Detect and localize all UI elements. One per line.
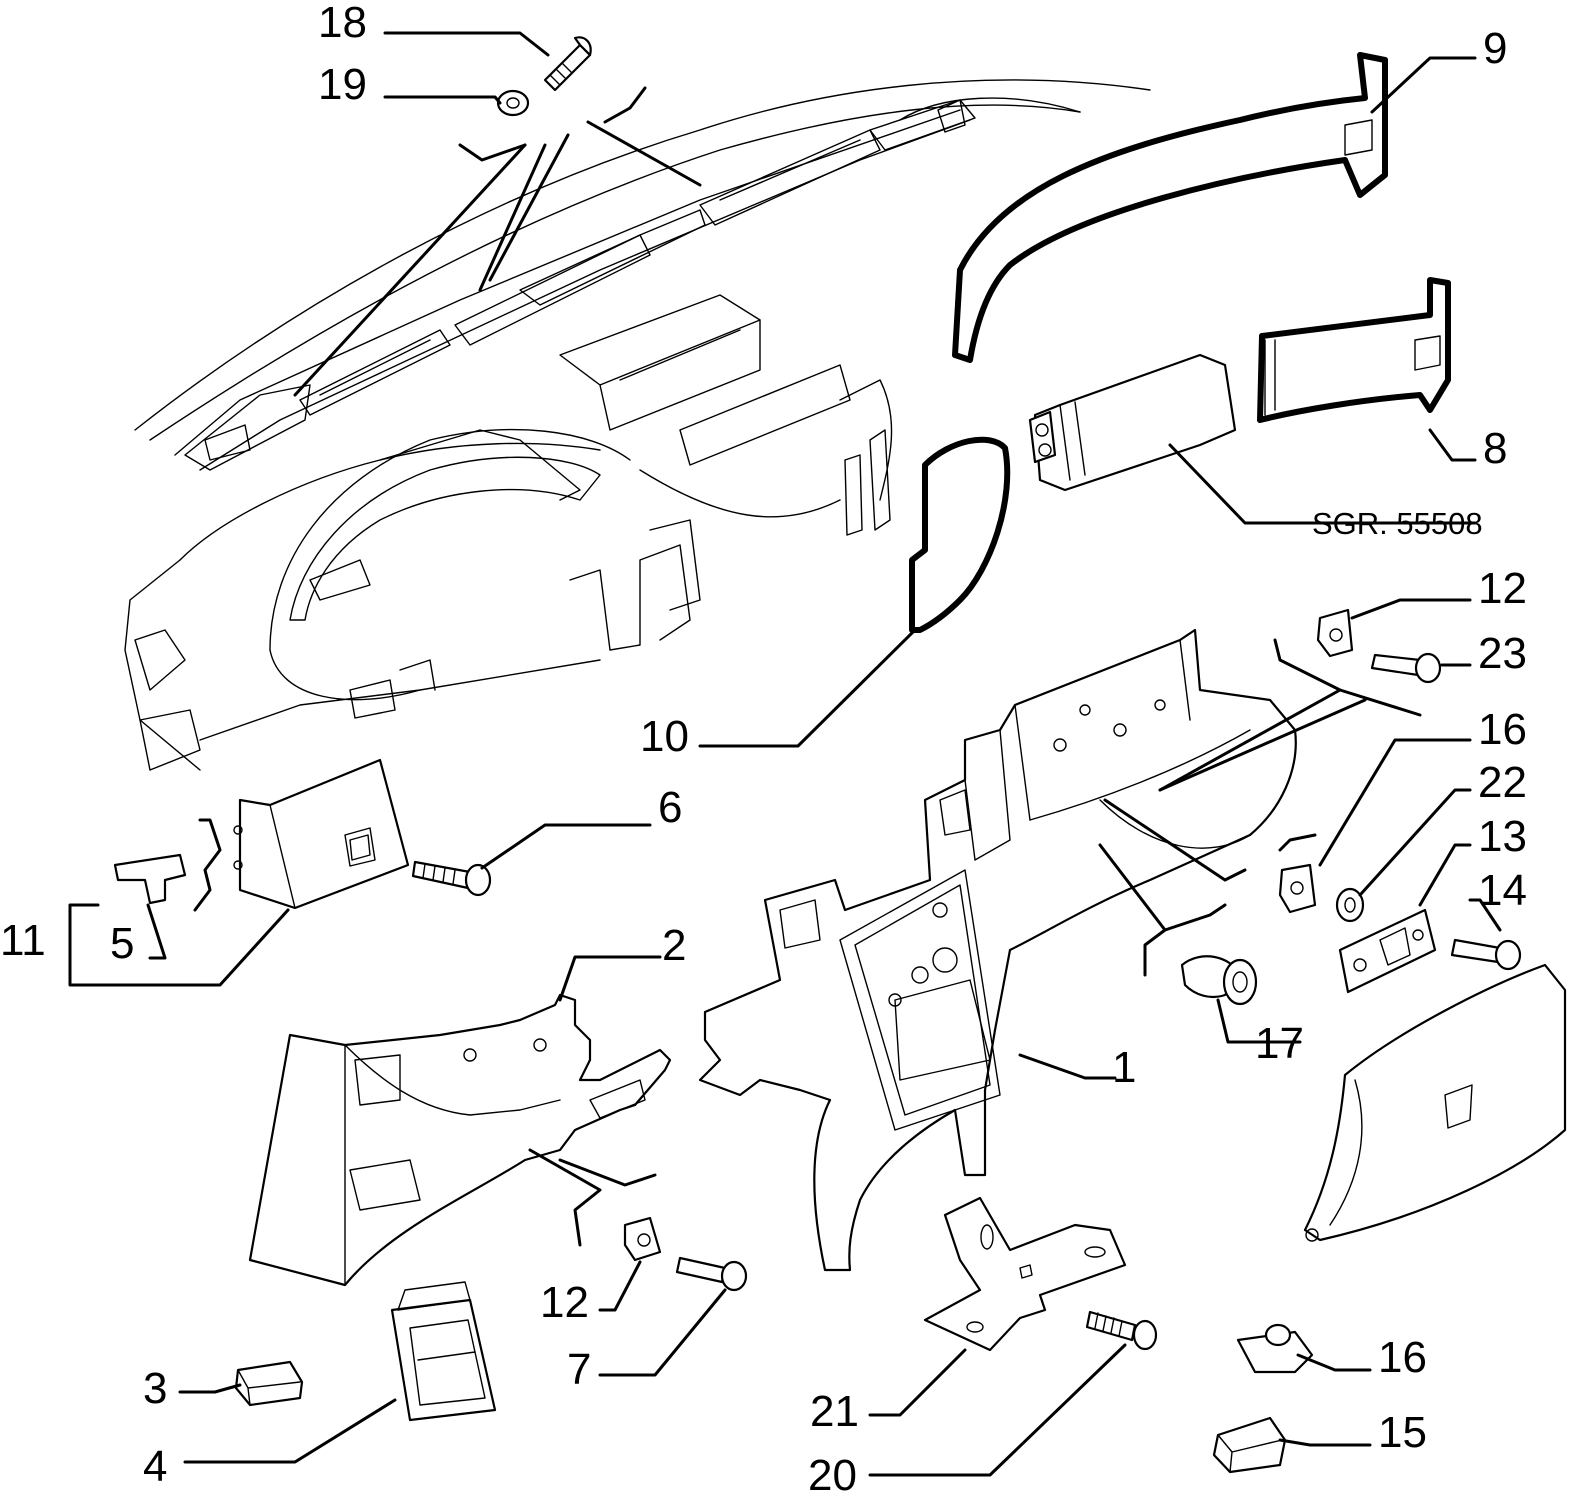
glove-box-lid — [1303, 963, 1567, 1242]
washer-19 — [496, 89, 530, 117]
screw-23 — [1370, 652, 1442, 684]
callout-9: 9 — [1483, 24, 1507, 73]
callout-5: 5 — [110, 919, 134, 968]
callout-12-lower: 12 — [540, 1278, 589, 1327]
callout-3: 3 — [143, 1364, 167, 1413]
callout-6: 6 — [658, 783, 682, 832]
screw-14 — [1450, 938, 1522, 971]
trim-panel-10 — [909, 436, 1011, 633]
clip-12-lower — [623, 1216, 662, 1262]
callout-18: 18 — [318, 0, 367, 47]
washer-22 — [1335, 887, 1365, 923]
screw-20 — [1085, 1310, 1158, 1351]
switch-bezel-4 — [390, 1281, 497, 1422]
callout-17: 17 — [1255, 1019, 1304, 1068]
callout-22: 22 — [1478, 758, 1527, 807]
screw-7 — [675, 1256, 748, 1292]
screw-18 — [543, 36, 592, 92]
dashboard-support-frame-1 — [698, 628, 1297, 1272]
callout-20: 20 — [808, 1451, 857, 1500]
callout-19: 19 — [318, 60, 367, 109]
callout-16-upper: 16 — [1478, 705, 1527, 754]
callout-11: 11 — [0, 916, 46, 965]
callout-2: 2 — [662, 921, 686, 970]
sgr-reference: SGR. 55508 — [1312, 506, 1483, 541]
passenger-airbag-module — [1028, 353, 1237, 492]
callout-7: 7 — [567, 1345, 591, 1394]
callout-4: 4 — [143, 1442, 167, 1491]
cap-15 — [1212, 1416, 1287, 1474]
leader-lines — [68, 31, 1502, 1477]
callout-14: 14 — [1478, 866, 1527, 915]
callout-21: 21 — [810, 1387, 859, 1436]
callout-1: 1 — [1112, 1043, 1136, 1092]
latch-13 — [1338, 908, 1437, 994]
lower-left-panel-2 — [248, 993, 672, 1287]
callout-15: 15 — [1378, 1408, 1427, 1457]
callout-8: 8 — [1483, 424, 1507, 473]
callout-13: 13 — [1478, 812, 1527, 861]
clip-16-upper — [1278, 863, 1317, 914]
clip-12-upper — [1316, 608, 1354, 658]
clip-5 — [113, 853, 187, 905]
callout-16-lower: 16 — [1378, 1333, 1427, 1382]
trim-panel-9 — [952, 52, 1388, 363]
bracket-11 — [233, 758, 410, 910]
callout-10: 10 — [640, 712, 689, 761]
callout-23: 23 — [1478, 629, 1527, 678]
trim-panel-8 — [1257, 277, 1451, 423]
callout-labels: 18 19 9 8 SGR. 55508 12 23 10 16 22 6 13… — [0, 0, 1527, 1500]
callout-12-upper: 12 — [1478, 564, 1527, 613]
dashboard-outline — [124, 79, 1151, 771]
screw-6 — [411, 860, 492, 897]
bumper-17 — [1180, 955, 1258, 1006]
clip-16-lower — [1236, 1323, 1314, 1374]
bracket-21 — [923, 1196, 1127, 1352]
cap-3 — [234, 1360, 304, 1407]
